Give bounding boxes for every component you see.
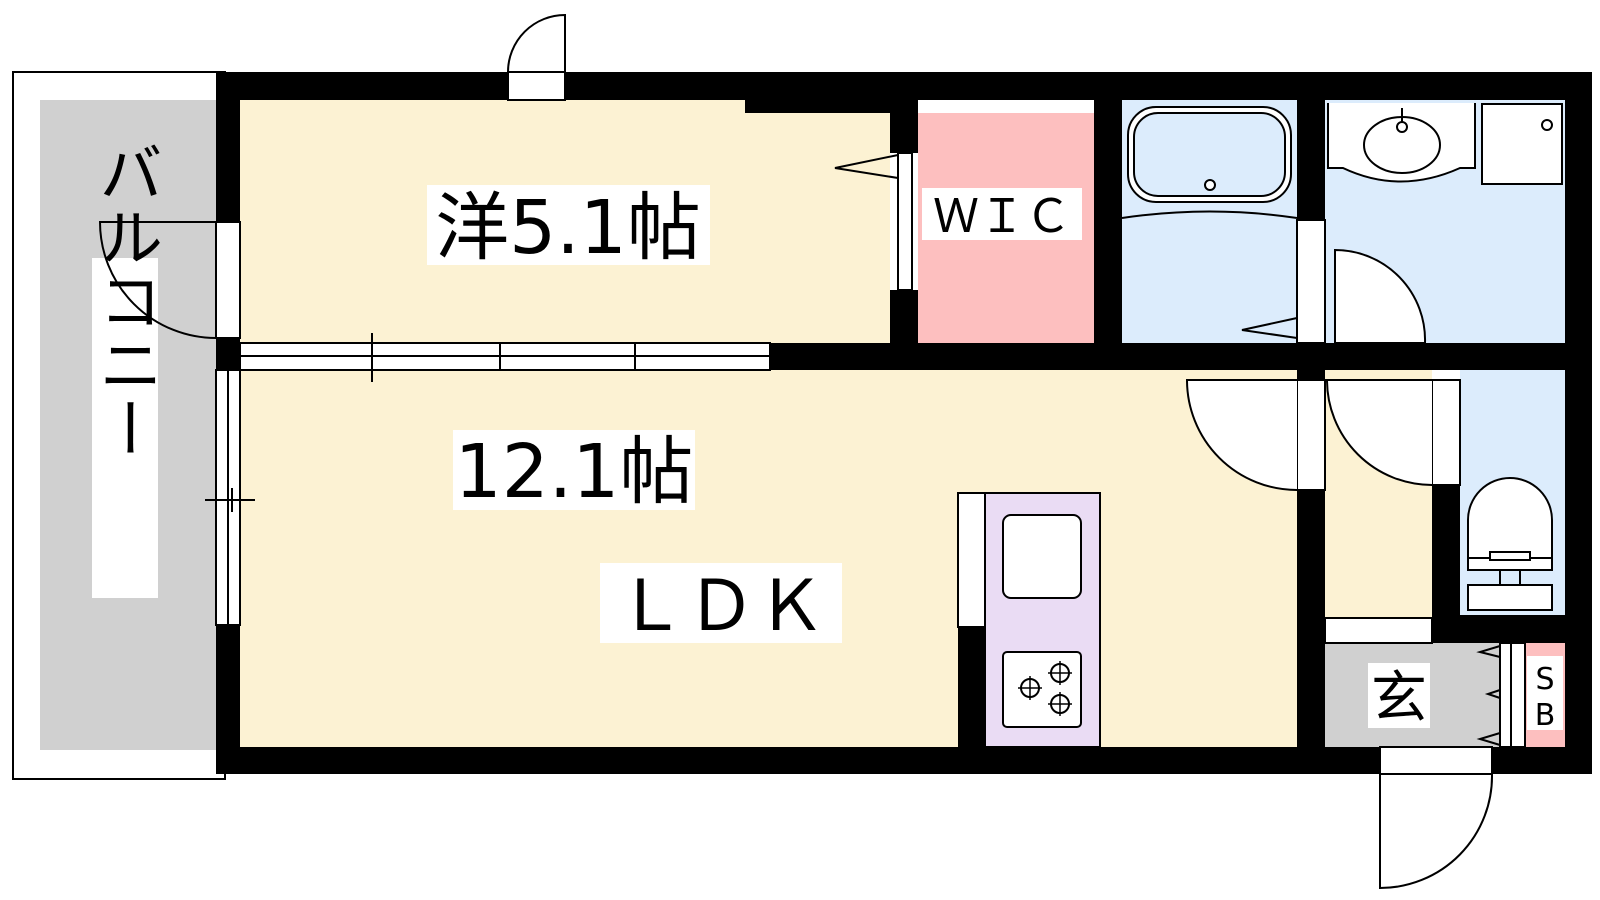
door-toilet-swing xyxy=(1325,379,1433,486)
wall-washroom-door-right xyxy=(1420,343,1565,370)
shoe-box-label-bottom: B xyxy=(1535,698,1556,733)
wall-bath-right-upper xyxy=(1297,100,1325,220)
wall-washroom-door-left xyxy=(1325,343,1335,370)
wall-toilet-bottom xyxy=(1432,615,1565,643)
bath-door-jamb xyxy=(1296,219,1326,344)
door-entrance-swing xyxy=(1379,773,1494,890)
balcony-label: バルコニー xyxy=(88,140,162,460)
wic-label: ＷＩＣ xyxy=(933,189,1071,243)
kitchen-stove xyxy=(1002,651,1082,728)
window-left-western xyxy=(215,221,241,339)
wall-ldk-right-lower xyxy=(1297,490,1325,747)
wall-kitchen-left xyxy=(958,627,985,747)
room-labels: 洋5.1帖 ＷＩＣ 12.1帖 ＬＤＫ 玄 S B xyxy=(427,185,1563,733)
wall-right xyxy=(1565,72,1592,774)
ldk-name-label: ＬＤＫ xyxy=(616,565,826,647)
wall-left-mid xyxy=(216,338,240,370)
wall-left-upper xyxy=(216,72,240,222)
windows xyxy=(215,71,1526,748)
bathtub xyxy=(1121,106,1298,219)
folding-door-markers xyxy=(834,154,1501,746)
door-bath-swing xyxy=(1334,248,1427,344)
wall-ldk-right-upper xyxy=(1297,370,1325,380)
door-top-swing xyxy=(506,13,566,73)
wall-left-lower xyxy=(216,625,240,774)
doors xyxy=(98,13,1494,890)
toilet-fixture xyxy=(1467,477,1553,611)
ldk-floor xyxy=(240,370,1297,747)
kitchen-sink xyxy=(1002,514,1082,599)
wall-wic-left-upper xyxy=(890,113,918,153)
door-balcony-swing xyxy=(98,221,217,339)
toilet-door-jamb xyxy=(1431,379,1461,486)
wall-top-left xyxy=(216,72,508,100)
window-top-door xyxy=(507,71,566,101)
wic-door-jamb xyxy=(897,152,913,291)
shoe-box-label-top: S xyxy=(1535,662,1554,697)
wall-top-right xyxy=(565,72,1592,100)
wall-wic-left-lower xyxy=(890,290,918,343)
wall-wic-right xyxy=(1094,100,1122,343)
entrance-door-jamb xyxy=(1379,746,1493,775)
wall-bottom xyxy=(216,747,1592,774)
hall-door-jamb xyxy=(1296,379,1326,491)
hall-to-entrance xyxy=(1324,617,1433,644)
balcony: バルコニー xyxy=(12,71,226,780)
shoe-box-doors xyxy=(1499,642,1526,748)
ldk-area-label: 12.1帖 xyxy=(455,429,694,515)
window-kitchen xyxy=(957,492,986,628)
western-room-label: 洋5.1帖 xyxy=(435,185,701,271)
door-hall-swing xyxy=(1185,379,1298,491)
wall-toilet-left-lower xyxy=(1432,485,1460,618)
partition-details xyxy=(205,333,1526,747)
wall-top-step xyxy=(745,100,918,113)
entrance-label: 玄 xyxy=(1371,666,1427,731)
washbasin xyxy=(1327,103,1563,185)
walls xyxy=(216,72,1592,774)
